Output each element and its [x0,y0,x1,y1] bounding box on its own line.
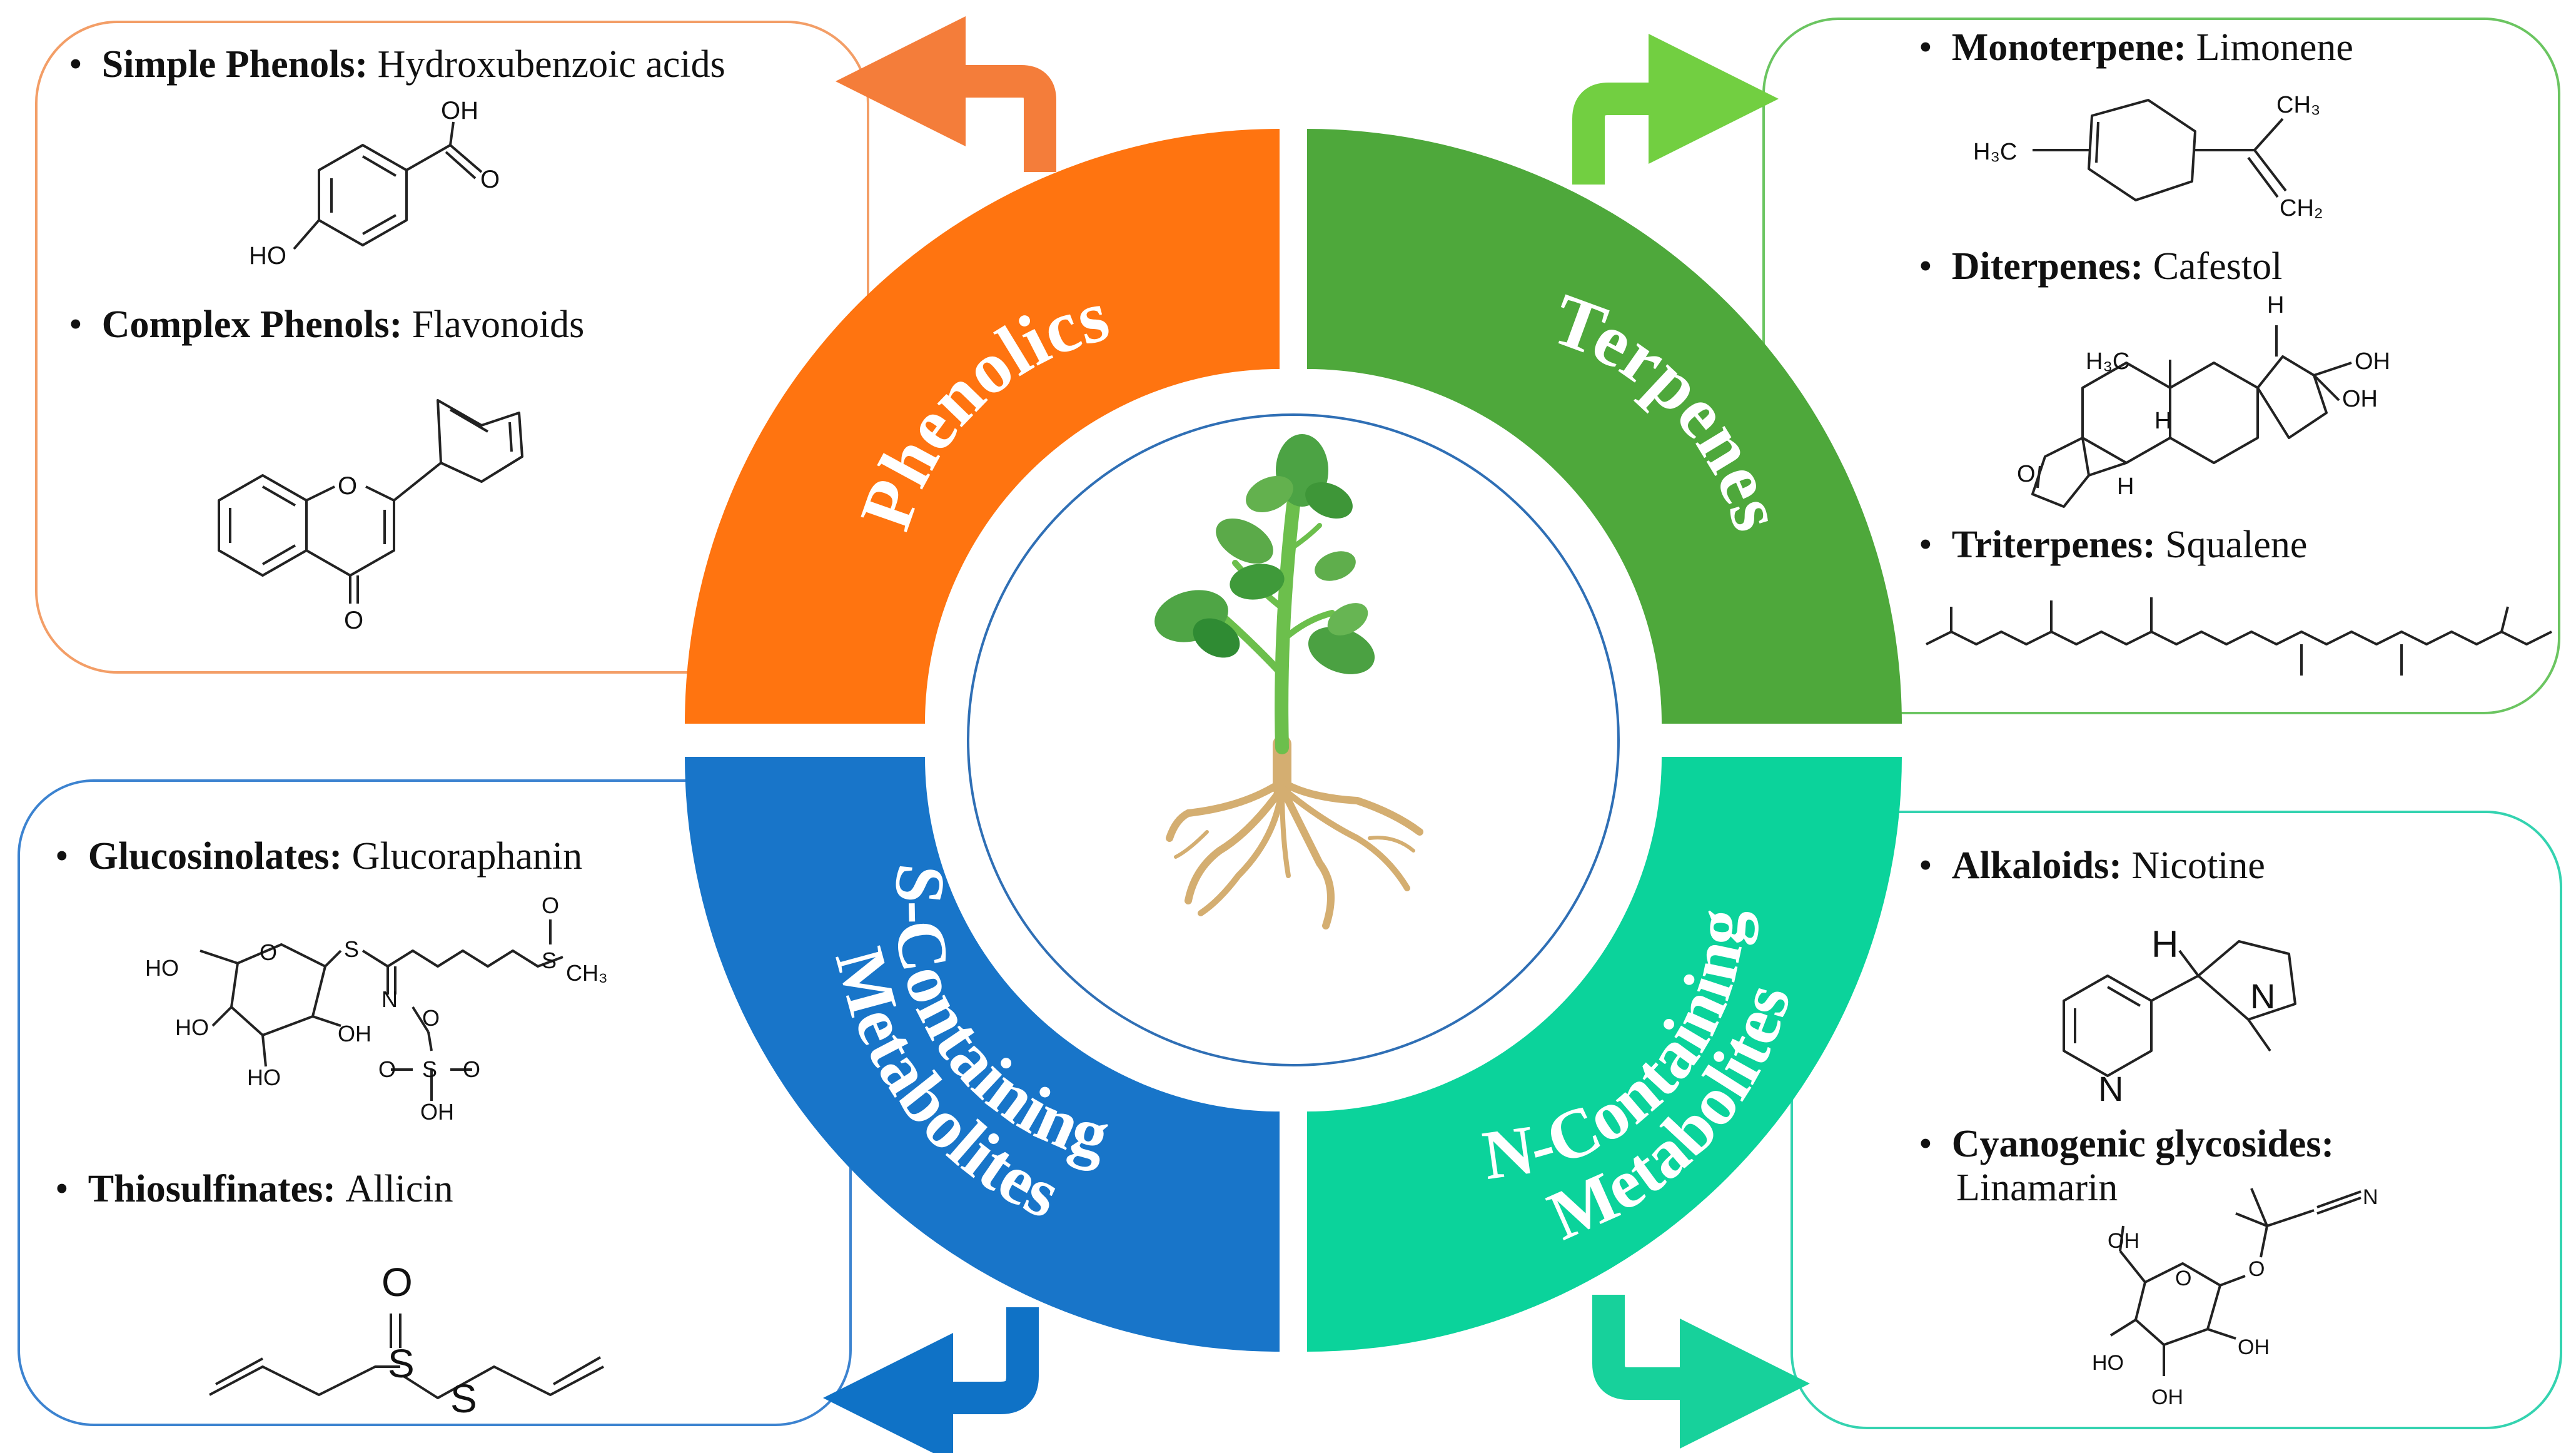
atom-label: OH [2108,1229,2139,1253]
cafestol-structure [2031,325,2352,508]
squalene-structure [1926,597,2552,676]
glucosinolates-item: • Glucosinolates: Glucoraphanin [55,835,583,878]
complex-phenols-example: Flavonoids [412,303,585,346]
simple-phenols-class: Simple Phenols: [101,43,368,86]
atom-label: S [422,1056,437,1082]
atom-label: S [450,1376,477,1421]
atom-label: O [338,472,357,500]
atom-label: CH₂ [2280,195,2323,221]
atom-label: N [2250,976,2275,1016]
atom-label: O [480,166,500,193]
complex-phenols-item: • Complex Phenols: Flavonoids [69,303,585,346]
terpenes-segment [1307,129,1902,724]
atom-label: OH [2238,1335,2270,1359]
atom-label: H₃C [1973,139,2017,165]
atom-label: O [381,1260,413,1305]
atom-label: O [260,939,277,965]
atom-label: H₃C [2086,348,2129,375]
glucoraphanin-structure [200,919,563,1101]
limonene-structure [2033,99,2287,201]
atom-label: H [2267,292,2284,318]
atom-label: CH₃ [566,960,608,986]
triterpenes-example: Squalene [2165,524,2308,566]
atom-label: S [344,936,359,962]
atom-label: H [2154,408,2171,434]
alkaloids-class: Alkaloids: [1951,844,2122,887]
thiosulfinates-example: Allicin [345,1168,453,1210]
thiosulfinates-class: Thiosulfinates: [88,1168,336,1210]
nicotine-structure [2063,940,2296,1077]
glucosinolates-class: Glucosinolates: [88,835,343,878]
atom-label: O [378,1056,396,1082]
atom-label: O [463,1056,480,1082]
atom-label: HO [247,1065,281,1090]
monoterpene-example: Limonene [2196,26,2353,69]
terpenes-arrow [1572,34,1779,185]
atom-label: HO [145,955,179,981]
atom-label: HO [249,242,286,270]
simple-phenols-example: Hydroxubenzoic acids [377,43,725,86]
atom-label: OH [420,1099,454,1125]
monoterpene-item: • Monoterpene: Limonene [1919,26,2353,69]
cyanogenic-glycosides-class: Cyanogenic glycosides: [1951,1123,2335,1165]
atom-label: HO [2092,1351,2124,1375]
alkaloids-example: Nicotine [2131,844,2265,887]
atom-label: O [422,1005,440,1031]
atom-label: OH [2355,348,2390,375]
monoterpene-class: Monoterpene: [1951,26,2187,69]
atom-label: O [542,893,559,918]
diterpenes-example: Cafestol [2153,245,2283,288]
diterpenes-item: • Diterpenes: Cafestol [1919,245,2283,288]
atom-label: N [2098,1069,2123,1108]
atom-label: HO [175,1015,209,1040]
triterpenes-item: • Triterpenes: Squalene [1919,524,2308,566]
atom-label: N [381,986,398,1012]
atom-label: OH [2342,386,2378,412]
atom-label: O [2017,461,2036,487]
atom-label: OH [441,97,478,124]
atom-label: S [388,1341,415,1386]
linamarin-structure [2109,1188,2361,1376]
atom-label: S [542,948,557,973]
complex-phenols-class: Complex Phenols: [101,303,403,346]
s-containing-segment [685,757,1280,1352]
atom-label: O [344,607,363,634]
center-circle [967,413,1620,1066]
atom-label: CH₃ [2276,92,2320,118]
atom-label: OH [2151,1385,2183,1409]
phenolics-segment [685,129,1280,724]
atom-label: H [2151,923,2178,965]
simple-phenols-item: • Simple Phenols: Hydroxubenzoic acids [69,43,725,86]
diterpenes-class: Diterpenes: [1951,245,2144,288]
n-containing-segment [1307,757,1902,1352]
s-containing-arrow [823,1307,1039,1453]
atom-label: N [2363,1185,2378,1209]
atom-label: O [2175,1267,2191,1290]
atom-label: OH [338,1021,371,1046]
atom-label: O [2248,1257,2265,1281]
phenolics-arrow [836,16,1056,172]
alkaloids-item: • Alkaloids: Nicotine [1919,844,2265,887]
n-panel-border [1791,811,2562,1429]
atom-label: H [2117,473,2134,500]
cyanogenic-glycosides-item: • Cyanogenic glycosides: [1919,1123,2335,1165]
flavone-structure [218,399,523,604]
cyanogenic-glycosides-example: Linamarin [1956,1167,2118,1209]
hydroxybenzoic-acid-structure [293,121,483,250]
triterpenes-class: Triterpenes: [1951,524,2156,566]
thiosulfinates-item: • Thiosulfinates: Allicin [55,1168,453,1210]
n-containing-arrow [1592,1295,1810,1449]
allicin-structure [209,1314,604,1399]
plant-with-roots-icon [1154,434,1423,929]
glucosinolates-example: Glucoraphanin [351,835,583,878]
